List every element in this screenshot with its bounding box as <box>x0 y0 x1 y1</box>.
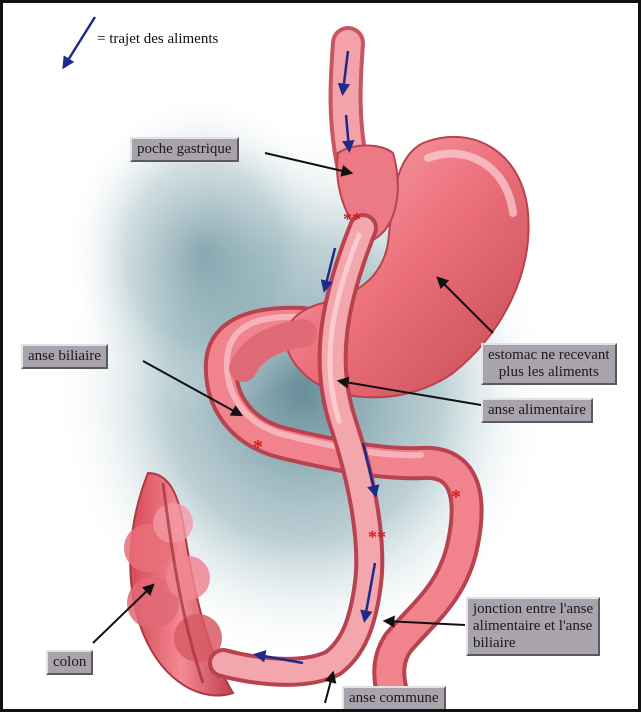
label-anse-alimentaire: anse alimentaire <box>481 398 593 423</box>
label-jonction-line3: biliaire <box>473 635 593 652</box>
label-estomac-line2: plus les aliments <box>488 364 610 381</box>
asterisk-mark: * <box>451 486 461 508</box>
label-poche-gastrique: poche gastrique <box>130 137 239 162</box>
asterisk-mark: ** <box>343 209 361 229</box>
label-colon: colon <box>46 650 93 675</box>
label-jonction-line2: alimentaire et l'anse <box>473 618 593 635</box>
label-anse-commune: anse commune <box>342 686 446 711</box>
label-estomac: estomac ne recevant plus les aliments <box>481 343 617 385</box>
label-estomac-line1: estomac ne recevant <box>488 347 610 364</box>
label-jonction-line1: jonction entre l'anse <box>473 601 593 618</box>
label-jonction: jonction entre l'anse alimentaire et l'a… <box>466 597 600 656</box>
asterisk-mark: * <box>253 436 263 458</box>
legend-text: = trajet des aliments <box>97 31 218 48</box>
legend-arrow-icon <box>65 17 95 65</box>
asterisk-mark: ** <box>368 527 386 547</box>
label-anse-biliaire: anse biliaire <box>21 344 108 369</box>
